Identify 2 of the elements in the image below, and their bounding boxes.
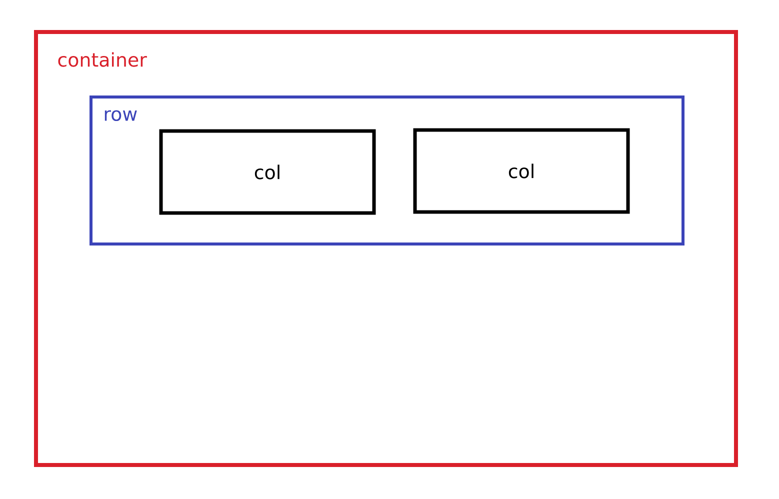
column-box: col (159, 129, 376, 215)
column-box: col (413, 128, 630, 214)
